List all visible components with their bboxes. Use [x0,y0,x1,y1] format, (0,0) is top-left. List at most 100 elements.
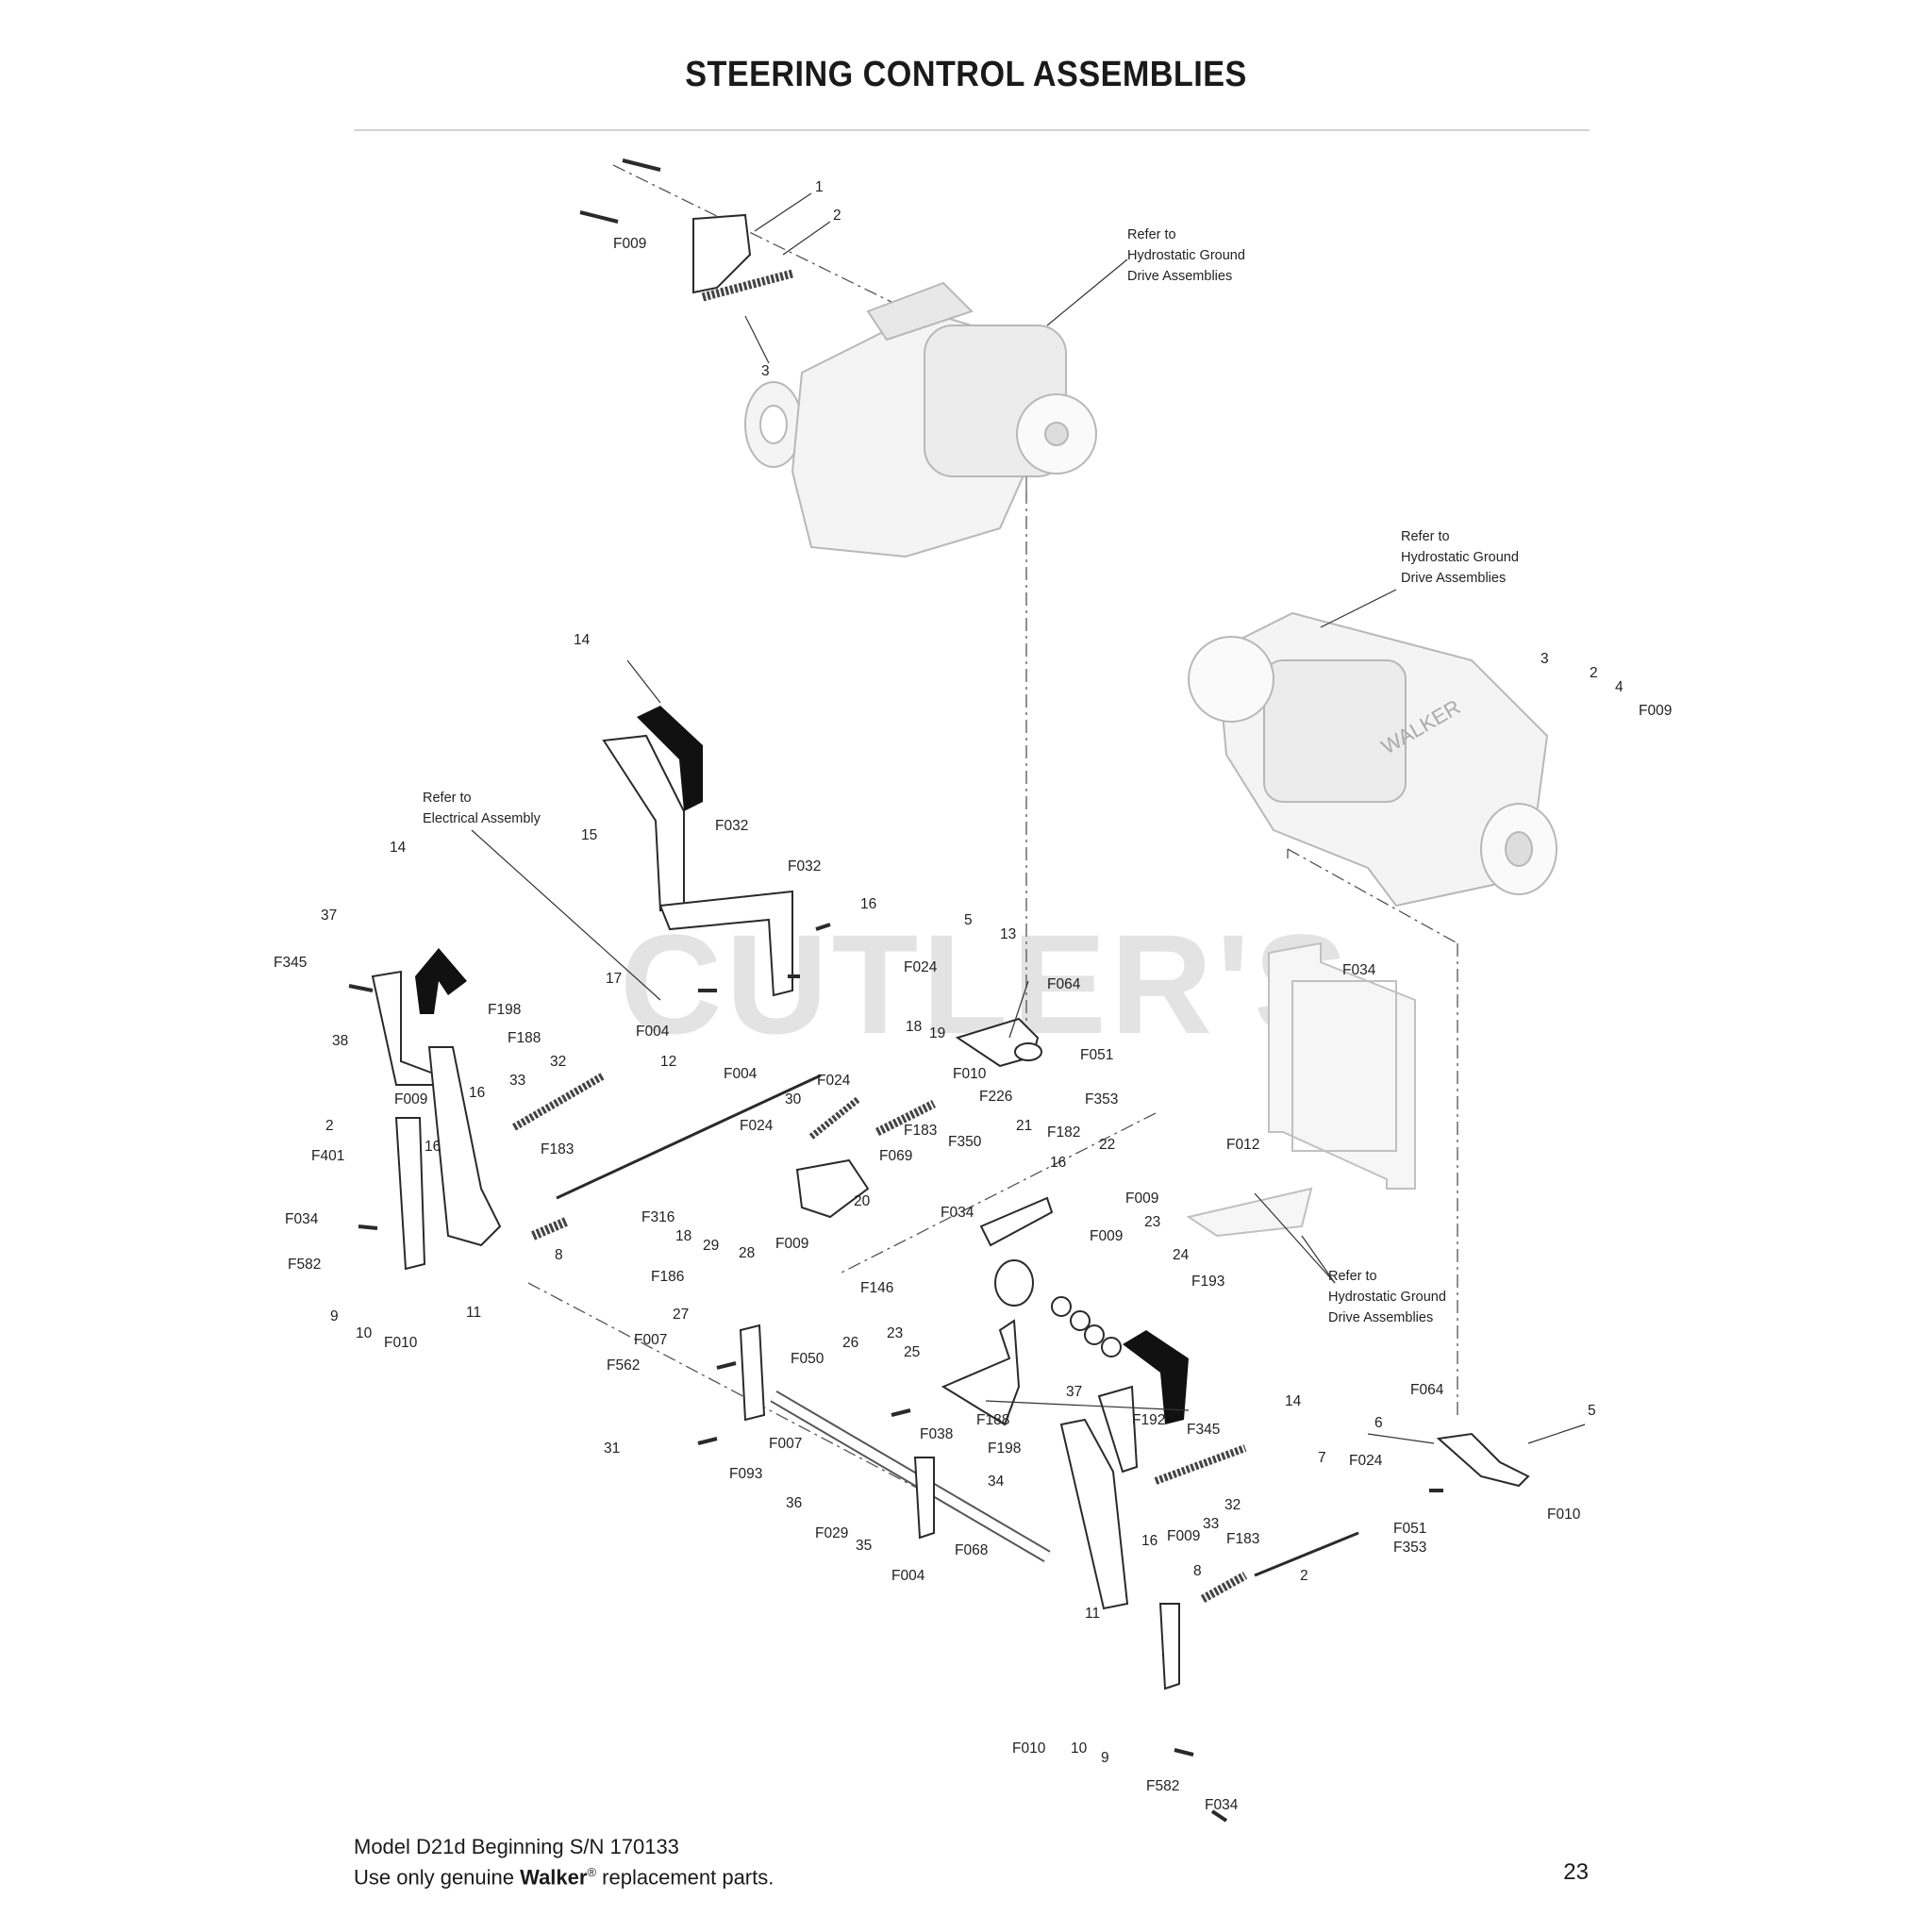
callout-F353: F353 [1085,1091,1118,1108]
callout-F069: F069 [879,1148,912,1164]
callout-9: 9 [1101,1750,1109,1766]
callout-11: 11 [466,1305,481,1321]
callout-F010: F010 [1012,1740,1046,1757]
note-hydro-lower-line1: Refer to [1328,1269,1377,1284]
callout-F004: F004 [891,1568,925,1584]
page-number: 23 [1563,1859,1589,1885]
callout-14: 14 [390,840,407,856]
callout-1: 1 [815,179,824,195]
note-hydro-top-line3: Drive Assemblies [1127,269,1232,284]
callout-32: 32 [550,1054,566,1070]
callout-31: 31 [604,1441,620,1457]
callout-F009: F009 [1167,1528,1200,1544]
callout-F024: F024 [904,959,938,975]
callout-5: 5 [1588,1403,1596,1419]
callout-16: 16 [1050,1155,1066,1171]
note-hydro-right-line3: Drive Assemblies [1401,571,1506,586]
registered-mark: ® [587,1865,597,1879]
callout-16: 16 [425,1139,441,1155]
callout-F032: F032 [788,858,821,874]
callout-22: 22 [1099,1137,1115,1153]
callout-21: 21 [1016,1118,1032,1134]
callout-F004: F004 [724,1066,758,1082]
callout-10: 10 [1071,1740,1088,1757]
callout-2: 2 [1300,1568,1308,1584]
callout-2: 2 [325,1118,334,1134]
page-footer: Model D21d Beginning S/N 170133 Use only… [354,1834,774,1890]
callout-F182: F182 [1047,1124,1080,1141]
callout-F009: F009 [775,1236,808,1252]
parts-notice-pre: Use only genuine [354,1865,521,1890]
callout-23: 23 [1144,1214,1160,1230]
callout-F401: F401 [311,1148,344,1164]
callout-F183: F183 [904,1123,937,1139]
callout-F345: F345 [1187,1422,1220,1438]
note-hydro-top-line2: Hydrostatic Ground [1127,248,1245,263]
callout-F350: F350 [948,1134,982,1150]
callout-20: 20 [854,1193,871,1209]
callout-32: 32 [1224,1497,1241,1513]
callout-17: 17 [606,971,622,987]
callout-33: 33 [1203,1516,1219,1532]
callout-F068: F068 [955,1542,988,1558]
note-hydro-right-line2: Hydrostatic Ground [1401,550,1519,565]
callout-14: 14 [574,632,591,648]
callout-2: 2 [833,208,841,224]
callout-37: 37 [321,908,337,924]
leader-lines [471,192,1586,1444]
callout-F024: F024 [817,1073,851,1089]
callout-25: 25 [904,1344,920,1360]
callout-F193: F193 [1191,1274,1224,1290]
callout-27: 27 [673,1307,689,1323]
handle-grips [415,706,1189,1424]
callout-F051: F051 [1393,1521,1426,1537]
callout-F009: F009 [394,1091,427,1108]
callout-4: 4 [1615,679,1624,695]
callout-F093: F093 [729,1466,762,1482]
callout-F198: F198 [488,1002,521,1018]
callout-13: 13 [1000,926,1016,942]
callout-12: 12 [660,1054,676,1070]
callout-F009: F009 [613,236,646,252]
callout-9: 9 [330,1308,339,1324]
callout-F051: F051 [1080,1047,1113,1063]
callout-37: 37 [1066,1384,1082,1400]
callout-F050: F050 [791,1351,824,1367]
note-hydro-right-line1: Refer to [1401,529,1450,544]
callout-F582: F582 [288,1257,321,1273]
note-hydro-top-line1: Refer to [1127,227,1176,242]
callout-29: 29 [703,1238,719,1254]
callout-F010: F010 [384,1335,418,1351]
note-hydro-lower-line3: Drive Assemblies [1328,1310,1433,1325]
callout-24: 24 [1173,1247,1190,1263]
right-hydrostatic-drive-illustration: WALKER [1188,611,1557,908]
callout-8: 8 [555,1247,563,1263]
callout-23: 23 [887,1325,903,1341]
upper-hydrostatic-drive-illustration [744,281,1097,558]
callout-30: 30 [785,1091,802,1108]
callout-18: 18 [906,1019,922,1035]
callout-F010: F010 [953,1066,987,1082]
callout-19: 19 [929,1025,945,1041]
callout-F186: F186 [651,1269,684,1285]
callout-F353: F353 [1393,1540,1426,1556]
callout-F009: F009 [1090,1228,1123,1244]
callout-5: 5 [964,912,973,928]
callout-F188: F188 [508,1030,541,1046]
callout-33: 33 [509,1073,525,1089]
callout-3: 3 [1541,651,1549,667]
callout-28: 28 [739,1245,755,1261]
callout-F029: F029 [815,1525,848,1541]
parts-notice-post: replacement parts. [596,1865,774,1890]
callout-35: 35 [856,1538,872,1554]
callout-F064: F064 [1410,1382,1444,1398]
callout-10: 10 [356,1325,373,1341]
callout-18: 18 [675,1228,691,1244]
callout-2: 2 [1590,665,1598,681]
callout-F032: F032 [715,818,748,834]
callout-F198: F198 [988,1441,1021,1457]
callout-34: 34 [988,1474,1005,1490]
mounting-bracket-illustration [1186,941,1416,1238]
callout-F010: F010 [1547,1507,1581,1523]
